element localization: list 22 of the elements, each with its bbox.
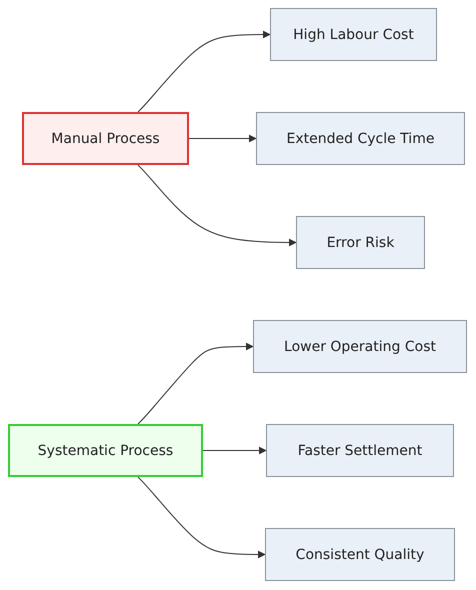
node-label: High Labour Cost (293, 26, 414, 42)
process-box (8, 424, 203, 477)
node-label: Consistent Quality (296, 546, 424, 562)
arrow (138, 476, 266, 558)
node-label: Extended Cycle Time (286, 130, 434, 146)
arrow (202, 446, 267, 454)
process-box (270, 8, 437, 61)
arrow (138, 342, 254, 424)
arrow (188, 134, 257, 142)
arrow (138, 164, 297, 246)
process-box (256, 112, 465, 165)
node-label: Faster Settlement (298, 442, 422, 458)
process-box (266, 424, 454, 477)
node-label: Lower Operating Cost (284, 338, 436, 354)
node-label: Systematic Process (38, 442, 174, 458)
process-box (296, 216, 425, 269)
process-box (265, 528, 455, 581)
process-box (253, 320, 467, 373)
node-label: Manual Process (51, 130, 160, 146)
node-label: Error Risk (326, 234, 394, 250)
arrow (138, 30, 271, 112)
process-box (22, 112, 189, 165)
